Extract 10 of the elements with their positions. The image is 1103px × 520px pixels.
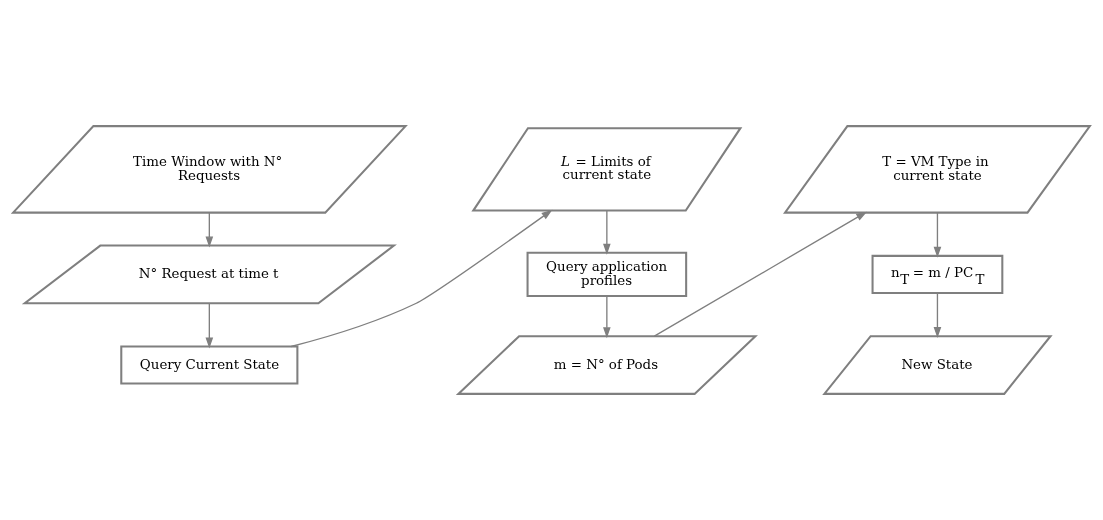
node-box: Query application profiles <box>526 251 688 298</box>
arrow <box>653 211 868 337</box>
arrow <box>933 212 942 258</box>
arrow <box>205 302 214 349</box>
arrow <box>290 209 553 348</box>
node-box: Query Current State <box>120 345 299 385</box>
arrow <box>933 292 942 339</box>
arrow <box>603 210 611 255</box>
arrow <box>603 295 611 339</box>
arrow <box>205 212 214 248</box>
